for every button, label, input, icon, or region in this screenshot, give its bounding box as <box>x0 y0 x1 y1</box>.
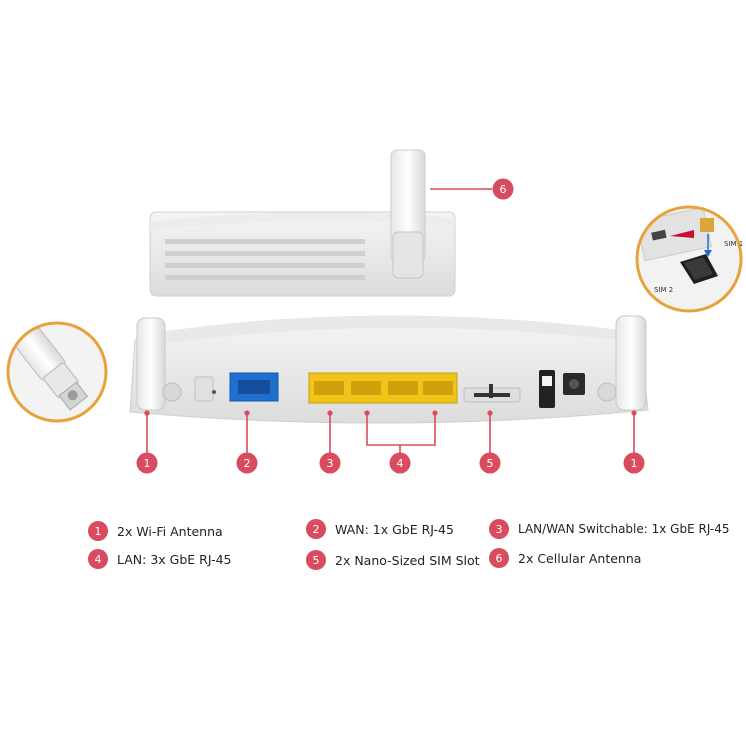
legend-item-2: 2 WAN: 1x GbE RJ-45 <box>306 516 454 542</box>
svg-text:6: 6 <box>500 183 507 196</box>
legend-item-3: 3 LAN/WAN Switchable: 1x GbE RJ-45 <box>489 516 730 542</box>
legend-badge: 6 <box>489 548 509 568</box>
legend-text: 2x Wi-Fi Antenna <box>117 523 223 539</box>
router-side-view <box>149 149 456 297</box>
legend-badge: 5 <box>306 550 326 570</box>
legend-badge: 1 <box>88 521 108 541</box>
callout-badge-2: 2 <box>236 452 258 474</box>
sim2-label: SIM 2 <box>654 286 673 294</box>
callout-badge-6: 6 <box>492 178 514 200</box>
svg-text:1: 1 <box>631 457 638 470</box>
callout-badge-1-right: 1 <box>623 452 645 474</box>
sim1-label: SIM 1 <box>724 240 743 248</box>
legend-text: 2x Nano-Sized SIM Slot <box>335 552 480 568</box>
callout-badge-1-left: 1 <box>136 452 158 474</box>
legend-badge: 3 <box>489 519 509 539</box>
legend-text: LAN: 3x GbE RJ-45 <box>117 551 232 567</box>
svg-text:5: 5 <box>487 457 494 470</box>
legend-text: LAN/WAN Switchable: 1x GbE RJ-45 <box>518 522 730 536</box>
svg-text:3: 3 <box>327 457 334 470</box>
router-rear-view <box>129 315 649 424</box>
callout-badge-4: 4 <box>389 452 411 474</box>
svg-text:4: 4 <box>397 457 404 470</box>
legend-badge: 4 <box>88 549 108 569</box>
sim-closeup-inset <box>635 205 743 313</box>
antenna-closeup-inset <box>6 321 108 423</box>
callout-badge-3: 3 <box>319 452 341 474</box>
legend-text: 2x Cellular Antenna <box>518 550 642 566</box>
legend-item-6: 6 2x Cellular Antenna <box>489 545 641 571</box>
legend-badge: 2 <box>306 519 326 539</box>
legend-item-1: 1 2x Wi-Fi Antenna <box>88 518 223 544</box>
callout-badge-5: 5 <box>479 452 501 474</box>
lan-ports <box>308 372 458 404</box>
legend-text: WAN: 1x GbE RJ-45 <box>335 521 454 537</box>
svg-text:2: 2 <box>244 457 251 470</box>
legend-item-5: 5 2x Nano-Sized SIM Slot <box>306 547 480 573</box>
legend-item-4: 4 LAN: 3x GbE RJ-45 <box>88 546 232 572</box>
callout-lines <box>146 413 635 456</box>
svg-text:1: 1 <box>144 457 151 470</box>
